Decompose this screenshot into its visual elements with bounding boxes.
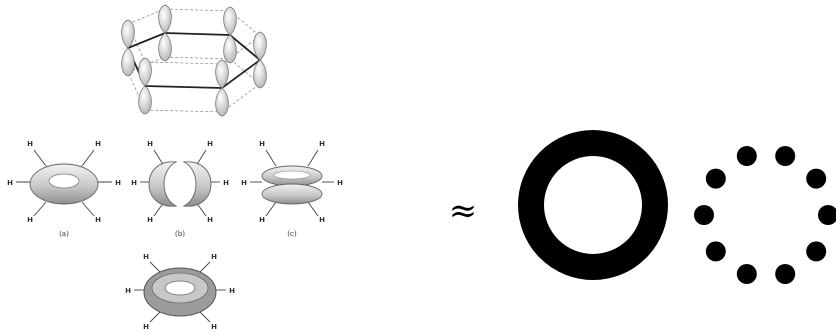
electron-dot bbox=[737, 264, 757, 284]
hydrogen-label: H bbox=[223, 179, 229, 187]
dot-ring bbox=[694, 146, 836, 284]
hydrogen-label: H bbox=[211, 323, 217, 331]
hydrogen-label: H bbox=[259, 216, 265, 224]
hydrogen-label: H bbox=[115, 179, 121, 187]
hydrogen-label: H bbox=[229, 287, 235, 295]
p-orbital-lobe-upper bbox=[122, 20, 135, 48]
p-orbital-lobe-upper bbox=[139, 58, 152, 86]
hydrogen-label: H bbox=[131, 179, 137, 187]
hydrogen-label: H bbox=[95, 140, 101, 148]
p-orbital-lobe-lower bbox=[159, 33, 172, 61]
p-orbital-lobe-lower bbox=[216, 88, 229, 116]
crescent-right bbox=[184, 162, 211, 206]
p-orbital-lobe-lower bbox=[122, 48, 135, 76]
c-h-bond bbox=[82, 150, 94, 166]
c-h-bond bbox=[266, 150, 276, 166]
caption-a: (a) bbox=[59, 230, 69, 238]
approx-symbol: ≈ bbox=[449, 191, 478, 231]
electron-dot bbox=[694, 205, 714, 225]
orbital-panel-a: H H H H H H bbox=[7, 140, 121, 224]
torus-hole bbox=[49, 174, 79, 188]
hydrogen-label: H bbox=[27, 140, 33, 148]
solid-ring bbox=[531, 143, 655, 267]
hydrogen-label: H bbox=[143, 323, 149, 331]
c-h-bond bbox=[82, 202, 94, 216]
electron-dot bbox=[775, 264, 795, 284]
hydrogen-label: H bbox=[7, 179, 13, 187]
caption-b: (b) bbox=[175, 230, 185, 238]
electron-dot bbox=[737, 146, 757, 166]
c-h-bond bbox=[34, 202, 46, 216]
hydrogen-label: H bbox=[125, 287, 131, 295]
hydrogen-label: H bbox=[147, 140, 153, 148]
c-h-bond bbox=[308, 202, 318, 216]
hydrogen-label: H bbox=[259, 140, 265, 148]
hydrogen-label: H bbox=[337, 179, 343, 187]
electron-dot bbox=[818, 205, 836, 225]
electron-dot bbox=[775, 146, 795, 166]
hydrogen-label: H bbox=[95, 216, 101, 224]
p-orbital-lobe-upper bbox=[224, 7, 237, 35]
caption-c: (c) bbox=[287, 230, 297, 238]
hydrogen-label: H bbox=[211, 253, 217, 261]
lobe-lower bbox=[262, 184, 322, 204]
torus-hole bbox=[165, 281, 195, 295]
lobe-upper-hole bbox=[274, 171, 310, 179]
p-orbital-lobe-lower bbox=[139, 86, 152, 114]
hydrogen-label: H bbox=[241, 179, 247, 187]
p-orbital-lobe-upper bbox=[159, 5, 172, 33]
electron-dot bbox=[706, 169, 726, 189]
orbital-panel-combined: H H H H H H bbox=[125, 253, 235, 331]
hydrogen-label: H bbox=[207, 216, 213, 224]
hydrogen-label: H bbox=[207, 140, 213, 148]
orbital-panel-c: H H H H H H bbox=[241, 140, 343, 224]
hydrogen-label: H bbox=[319, 216, 325, 224]
electron-dot bbox=[806, 241, 826, 261]
c-h-bond bbox=[308, 150, 318, 166]
c-h-bond bbox=[34, 150, 46, 166]
orbital-panel-b: H H H H H H bbox=[131, 140, 229, 224]
hydrogen-label: H bbox=[147, 216, 153, 224]
crescent-left bbox=[149, 162, 176, 206]
electron-dot bbox=[706, 241, 726, 261]
c-h-bond bbox=[266, 202, 276, 216]
hydrogen-label: H bbox=[27, 216, 33, 224]
hydrogen-label: H bbox=[319, 140, 325, 148]
hydrogen-label: H bbox=[143, 253, 149, 261]
p-orbital-hexagon bbox=[122, 5, 267, 116]
electron-dot bbox=[806, 169, 826, 189]
